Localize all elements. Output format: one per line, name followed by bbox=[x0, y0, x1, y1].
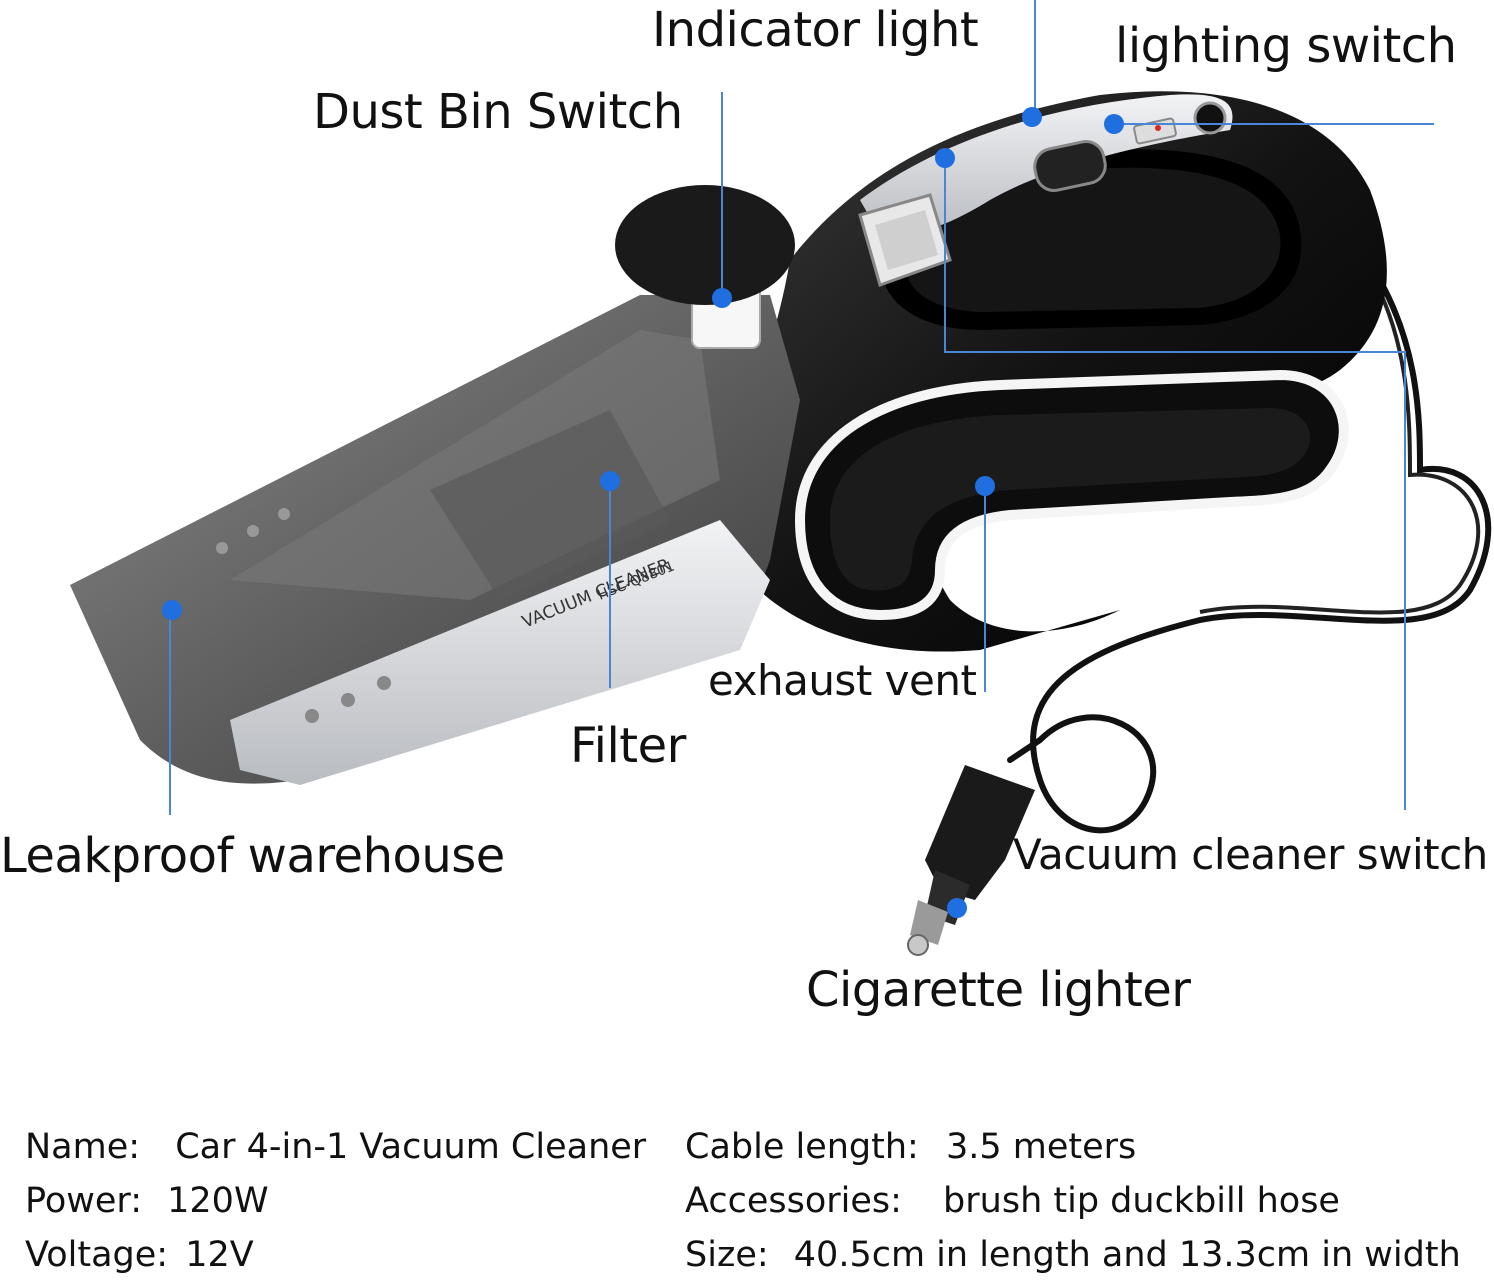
marker-cigarette-lighter bbox=[947, 898, 967, 918]
label-lighting-switch: lighting switch bbox=[1115, 18, 1457, 74]
spec-size-label: Size: bbox=[685, 1235, 769, 1275]
spec-size-value: 40.5cm in length and 13.3cm in width bbox=[793, 1235, 1461, 1275]
spec-name-label: Name: bbox=[25, 1127, 141, 1167]
marker-exhaust-vent bbox=[975, 476, 995, 496]
label-leakproof-warehouse: Leakproof warehouse bbox=[0, 828, 505, 884]
marker-dust-bin-switch bbox=[712, 288, 732, 308]
marker-filter bbox=[600, 471, 620, 491]
handle-body bbox=[725, 91, 1387, 652]
leader-lines bbox=[169, 0, 1434, 815]
marker-dots bbox=[162, 107, 1124, 918]
spec-voltage-label: Voltage: bbox=[25, 1235, 169, 1275]
spec-cable-label: Cable length: bbox=[685, 1127, 919, 1167]
cigarette-lighter-plug bbox=[907, 765, 1035, 956]
marker-leakproof bbox=[162, 600, 182, 620]
spec-size: Size: 40.5cm in length and 13.3cm in wid… bbox=[685, 1238, 1461, 1273]
marker-vacuum-switch bbox=[935, 148, 955, 168]
spec-accessories: Accessories: brush tip duckbill hose bbox=[685, 1184, 1340, 1219]
label-dust-bin-switch: Dust Bin Switch bbox=[313, 84, 683, 140]
leader-vacuum-switch bbox=[944, 160, 1406, 810]
spec-cable-value: 3.5 meters bbox=[945, 1127, 1137, 1167]
label-vacuum-cleaner-switch: Vacuum cleaner switch bbox=[1013, 830, 1488, 879]
spec-cable: Cable length: 3.5 meters bbox=[685, 1130, 1136, 1165]
label-filter: Filter bbox=[570, 718, 686, 774]
spec-power-label: Power: bbox=[25, 1181, 142, 1221]
power-cable bbox=[1007, 247, 1492, 834]
dust-bin bbox=[70, 185, 800, 785]
marker-indicator-light bbox=[1022, 107, 1042, 127]
label-cigarette-lighter: Cigarette lighter bbox=[806, 962, 1191, 1018]
spec-name-value: Car 4-in-1 Vacuum Cleaner bbox=[175, 1127, 647, 1167]
spec-name: Name: Car 4-in-1 Vacuum Cleaner bbox=[25, 1130, 646, 1165]
spec-power: Power: 120W bbox=[25, 1184, 269, 1219]
spec-accessories-label: Accessories: bbox=[685, 1181, 902, 1221]
spec-power-value: 120W bbox=[167, 1181, 269, 1221]
label-exhaust-vent: exhaust vent bbox=[708, 656, 977, 705]
spec-accessories-value: brush tip duckbill hose bbox=[943, 1181, 1340, 1221]
spec-voltage-value: 12V bbox=[185, 1235, 254, 1275]
label-indicator-light: Indicator light bbox=[652, 2, 979, 58]
spec-voltage: Voltage: 12V bbox=[25, 1238, 254, 1273]
marker-lighting-switch bbox=[1104, 114, 1124, 134]
